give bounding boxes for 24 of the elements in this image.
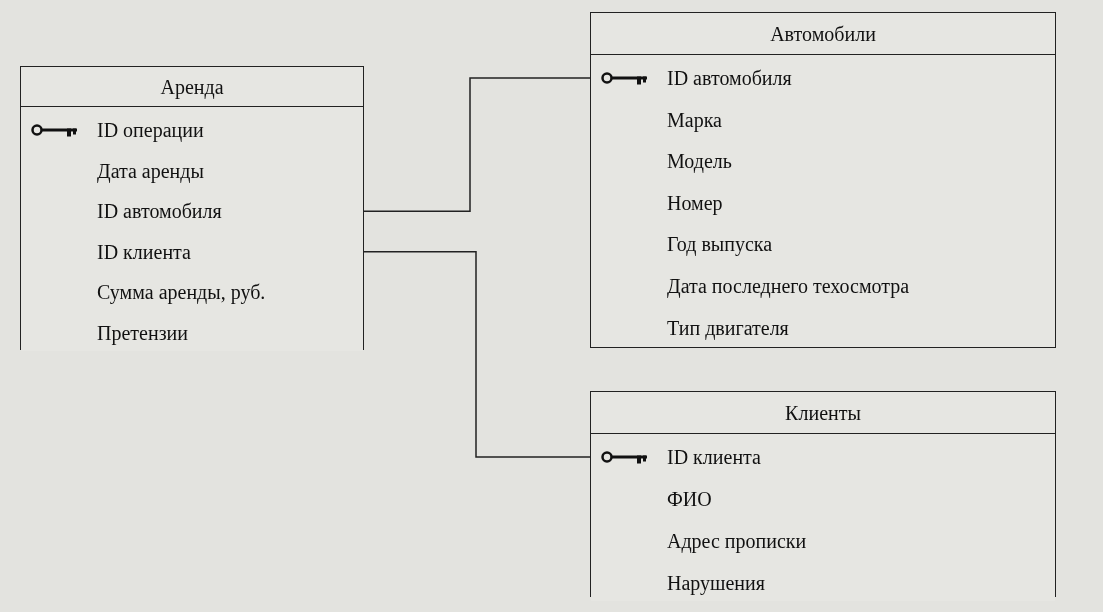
field-name: ID автомобиля [97,201,222,222]
field-name: Нарушения [667,573,765,593]
field-name: Дата последнего техосмотра [667,276,910,296]
field-name: Дата аренды [97,160,204,181]
field-name: Номер [667,192,723,213]
field-name: ID клиента [667,447,761,467]
connector-line [363,251,591,458]
field-name: Год выпуска [667,234,773,255]
field-name: Адрес прописки [667,531,807,551]
connector-line [363,77,591,212]
field-name: Модель [667,151,732,172]
table-title: Автомобили [770,21,876,47]
field-name: ID автомобиля [667,68,792,88]
field-name: Претензии [97,323,188,343]
field-name: ФИО [667,489,712,509]
field-name: Сумма аренды, руб. [97,282,266,303]
field-name: Марка [667,109,722,130]
field-name: ID операции [97,120,204,140]
field-name: ID клиента [97,241,191,262]
table-box [20,66,364,350]
field-name: Тип двигателя [667,317,789,338]
table-title: Клиенты [785,400,861,426]
table-box [590,12,1056,348]
table-title: Аренда [160,74,224,101]
